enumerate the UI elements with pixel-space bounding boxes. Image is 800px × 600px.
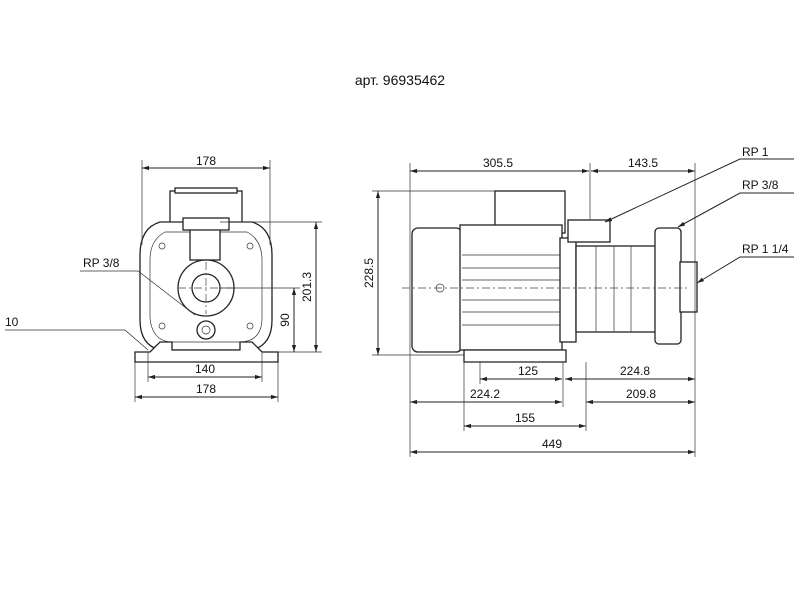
dim-total-length: 449 — [542, 437, 562, 451]
end-cover — [654, 227, 682, 345]
front-view: 178 201.3 90 140 178 RP 3/8 10 — [5, 154, 322, 402]
dim-foot-holes-side: 125 — [518, 364, 538, 378]
side-view: 305.5 143.5 228.5 125 224.8 224.2 209.8 … — [362, 145, 794, 457]
label-foot-thickness: 10 — [5, 315, 19, 329]
dim-to-outlet-a: 224.8 — [620, 364, 650, 378]
dim-to-foot: 224.2 — [470, 387, 500, 401]
dim-pump-length: 143.5 — [628, 156, 658, 170]
dim-to-outlet-b: 209.8 — [626, 387, 656, 401]
label-vent-port: RP 3/8 — [742, 178, 779, 192]
base-foot-side — [463, 349, 567, 363]
fan-cover — [411, 227, 463, 353]
label-outlet-port: RP 1 — [742, 145, 769, 159]
dim-foot-holes: 140 — [195, 362, 215, 376]
dim-width-top: 178 — [196, 154, 216, 168]
inlet-port-body — [679, 261, 698, 313]
outlet-port-body — [567, 219, 611, 243]
label-inlet-port: RP 1 1/4 — [742, 242, 789, 256]
drain-plug — [196, 320, 216, 340]
dim-foot-length: 155 — [515, 411, 535, 425]
motor-flange — [559, 237, 577, 343]
dim-height-axis: 90 — [278, 313, 292, 327]
dim-height-outlet: 201.3 — [300, 272, 314, 302]
dim-motor-length: 305.5 — [483, 156, 513, 170]
article-number: арт. 96935462 — [355, 72, 445, 88]
pump-chambers — [575, 245, 657, 333]
dim-foot-width: 178 — [196, 382, 216, 396]
motor-body — [459, 224, 563, 351]
label-drain-port: RP 3/8 — [83, 256, 120, 270]
dim-total-height: 228.5 — [362, 258, 376, 288]
